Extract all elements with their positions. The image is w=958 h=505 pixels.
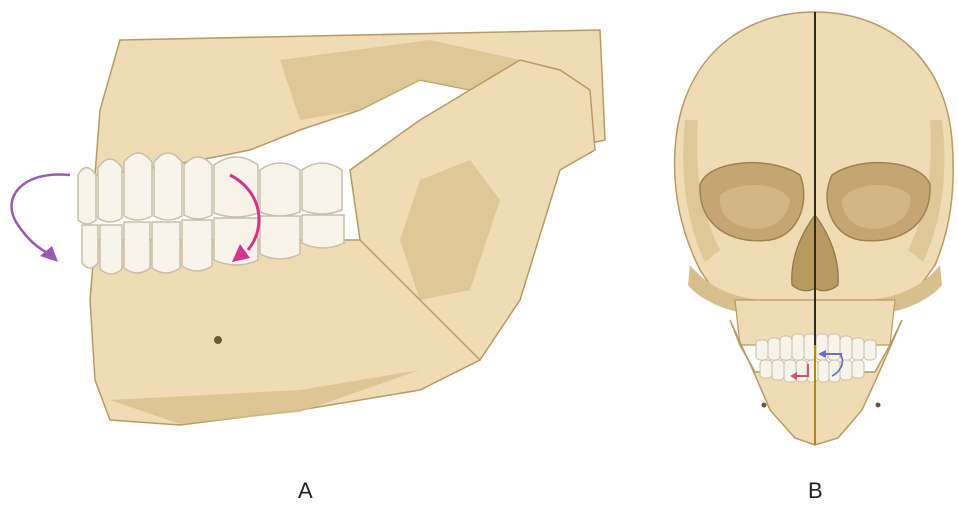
tooth: [82, 225, 98, 268]
mental-foramen-right: [876, 403, 881, 408]
curved-arrow-icon: [11, 174, 70, 262]
tooth: [78, 168, 96, 225]
frontal-skull-illustration: [660, 0, 958, 470]
tooth: [184, 157, 212, 219]
tooth: [302, 163, 342, 214]
front-lower-teeth: [760, 360, 864, 382]
panel-b-frontal-skull: B: [660, 0, 958, 505]
tooth: [100, 225, 122, 274]
tooth: [260, 163, 300, 216]
tooth: [182, 220, 212, 271]
panel-a-lateral-jaw: A: [0, 0, 610, 505]
tooth: [154, 153, 182, 220]
mental-foramen-left: [762, 403, 767, 408]
tooth: [124, 222, 150, 273]
tooth: [152, 222, 180, 273]
tooth: [302, 215, 344, 248]
tooth: [98, 159, 122, 222]
tooth: [124, 153, 152, 220]
lateral-skull-illustration: [0, 0, 610, 470]
panel-a-label: A: [298, 478, 313, 504]
mental-foramen: [214, 336, 222, 344]
tooth: [214, 157, 258, 217]
upper-teeth: [78, 153, 342, 224]
tooth: [260, 216, 300, 259]
panel-b-label: B: [808, 478, 823, 504]
